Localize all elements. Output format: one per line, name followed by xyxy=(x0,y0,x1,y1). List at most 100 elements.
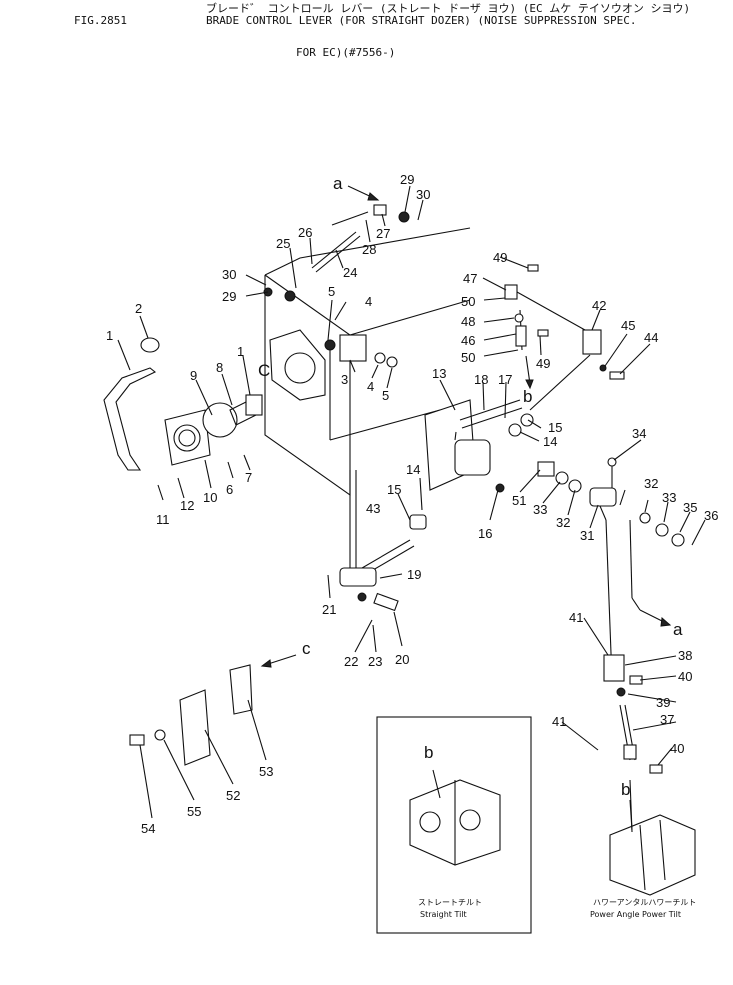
bracket-part-13 xyxy=(424,399,523,491)
header-japanese-title: ブレード゛ コントロール レバー (ストレート ドーザ ヨウ) (EC ムケ テ… xyxy=(206,2,691,15)
part-label-9: 9 xyxy=(190,368,197,383)
part-label-32b: 32 xyxy=(556,515,570,530)
view-reference-labels: a a b b b C c xyxy=(258,174,683,799)
part-label-12: 12 xyxy=(180,498,194,513)
part-label-27: 27 xyxy=(376,226,390,241)
valve-captions: ストレートチルト Straight Tilt ハワーアンタルハワーチルト Pow… xyxy=(418,898,696,919)
part-label-34: 34 xyxy=(632,426,646,441)
linkage-part-42 xyxy=(504,264,625,411)
part-label-48: 48 xyxy=(461,314,475,329)
part-label-24: 24 xyxy=(343,265,357,280)
valve-power-angle xyxy=(609,779,696,896)
lever-part-31 xyxy=(589,457,685,681)
part-labels: 1 1 2 3 4 4 5 5 6 7 8 9 10 11 12 13 14 1… xyxy=(106,172,718,836)
part-label-1b: 1 xyxy=(237,344,244,359)
view-label-c-upper: C xyxy=(258,361,270,380)
part-label-19: 19 xyxy=(407,567,421,582)
caption-straight-tilt-jp: ストレートチルト xyxy=(418,898,482,907)
part-label-21: 21 xyxy=(322,602,336,617)
part-label-46: 46 xyxy=(461,333,475,348)
part-label-41: 41 xyxy=(569,610,583,625)
part-label-31: 31 xyxy=(580,528,594,543)
part-label-7: 7 xyxy=(245,470,252,485)
part-label-43: 43 xyxy=(366,501,380,516)
header-title: BRADE CONTROL LEVER (FOR STRAIGHT DOZER)… xyxy=(206,14,637,27)
caption-power-angle: Power Angle Power Tilt xyxy=(590,910,681,919)
part-label-26: 26 xyxy=(298,225,312,240)
part-label-29: 29 xyxy=(400,172,414,187)
part-label-50: 50 xyxy=(461,294,475,309)
part-label-4: 4 xyxy=(365,294,372,309)
part-label-36: 36 xyxy=(704,508,718,523)
part-label-29b: 29 xyxy=(222,289,236,304)
part-label-49: 49 xyxy=(493,250,507,265)
part-label-2: 2 xyxy=(135,301,142,316)
cover-part-52 xyxy=(129,664,253,766)
part-label-20: 20 xyxy=(395,652,409,667)
part-label-33b: 33 xyxy=(533,502,547,517)
rod-part-24 xyxy=(263,204,410,302)
view-label-b-lower: b xyxy=(621,780,630,799)
part-label-30b: 30 xyxy=(222,267,236,282)
part-label-47: 47 xyxy=(463,271,477,286)
shaft-part-43 xyxy=(339,470,427,612)
part-label-40b: 40 xyxy=(670,741,684,756)
caption-straight-tilt: Straight Tilt xyxy=(420,910,467,919)
part-label-39: 39 xyxy=(656,695,670,710)
part-label-45: 45 xyxy=(621,318,635,333)
part-label-18: 18 xyxy=(474,372,488,387)
part-label-42: 42 xyxy=(592,298,606,313)
part-label-22: 22 xyxy=(344,654,358,669)
part-label-4b: 4 xyxy=(367,379,374,394)
view-label-c-lower: c xyxy=(302,639,311,658)
lever-part-1 xyxy=(103,337,160,471)
view-label-b-inset: b xyxy=(424,743,433,762)
part-label-17: 17 xyxy=(498,372,512,387)
view-label-a-top: a xyxy=(333,174,343,193)
part-label-41b: 41 xyxy=(552,714,566,729)
part-label-14b: 14 xyxy=(406,462,420,477)
link-part-37 xyxy=(603,654,663,774)
part-label-55: 55 xyxy=(187,804,201,819)
part-label-51: 51 xyxy=(512,493,526,508)
part-label-49b: 49 xyxy=(536,356,550,371)
part-label-1: 1 xyxy=(106,328,113,343)
figure-number: FIG.2851 xyxy=(74,14,127,27)
part-label-44: 44 xyxy=(644,330,658,345)
part-label-15b: 15 xyxy=(387,482,401,497)
part-label-50b: 50 xyxy=(461,350,475,365)
part-label-5: 5 xyxy=(328,284,335,299)
part-label-40: 40 xyxy=(678,669,692,684)
view-label-a-right: a xyxy=(673,620,683,639)
part-label-33: 33 xyxy=(662,490,676,505)
part-label-14: 14 xyxy=(543,434,557,449)
part-label-13: 13 xyxy=(432,366,446,381)
part-label-3: 3 xyxy=(341,372,348,387)
caption-power-angle-jp: ハワーアンタルハワーチルト xyxy=(593,898,696,907)
part-label-6: 6 xyxy=(226,482,233,497)
leader-lines xyxy=(117,185,706,819)
part-label-37: 37 xyxy=(660,712,674,727)
part-label-10: 10 xyxy=(203,490,217,505)
part-label-54: 54 xyxy=(141,821,155,836)
part-label-28: 28 xyxy=(362,242,376,257)
view-arrows xyxy=(260,185,672,831)
part-label-8: 8 xyxy=(216,360,223,375)
header-title-line2: FOR EC)(#7556-) xyxy=(296,46,396,59)
part-label-25: 25 xyxy=(276,236,290,251)
part-label-15: 15 xyxy=(548,420,562,435)
main-bracket xyxy=(264,227,471,497)
part-label-11: 11 xyxy=(156,512,170,527)
plate-part-10 xyxy=(164,394,263,466)
part-label-35: 35 xyxy=(683,500,697,515)
part-label-30: 30 xyxy=(416,187,430,202)
block-part-3 xyxy=(324,334,398,368)
part-label-53: 53 xyxy=(259,764,273,779)
part-label-38: 38 xyxy=(678,648,692,663)
part-label-23: 23 xyxy=(368,654,382,669)
bushings-14-15 xyxy=(495,413,582,493)
part-label-32: 32 xyxy=(644,476,658,491)
part-label-16: 16 xyxy=(478,526,492,541)
